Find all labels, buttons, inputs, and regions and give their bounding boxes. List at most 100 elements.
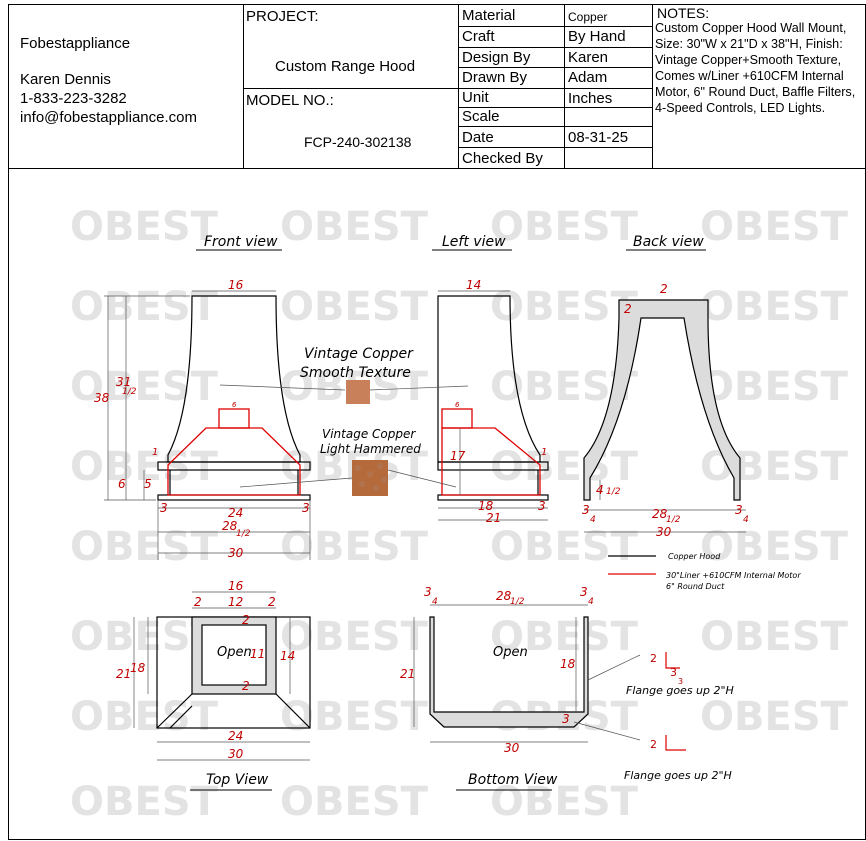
back-view-drawing: [583, 299, 741, 501]
dim-front-liner: 24: [228, 506, 243, 520]
bottom-view-drawing: [429, 616, 589, 728]
watermark-text: OBEST: [280, 694, 429, 740]
finish-callouts: Vintage Copper Smooth Texture Vintage Co…: [219, 346, 469, 496]
watermark-text: OBEST: [70, 694, 219, 740]
watermark-text: OBEST: [70, 364, 219, 410]
contact-email: info@fobestappliance.com: [20, 109, 197, 126]
dim-front-band: 5: [144, 477, 152, 491]
back-dimension-labels: 2 2 4 1/2 28 1/2 30 3 4 3 4: [582, 282, 749, 539]
smooth-label-1: Vintage Copper: [304, 346, 414, 362]
dim-front-tick: 1: [152, 447, 158, 458]
unit-value: Inches: [568, 90, 613, 107]
contact-phone: 1-833-223-3282: [20, 90, 127, 107]
watermark-text: OBEST: [280, 779, 429, 825]
watermark-text: OBEST: [280, 524, 429, 570]
dim-front-inner-frac: 1/2: [236, 529, 251, 539]
left-view-title: Left view: [442, 234, 506, 250]
dim-flange-c: 2: [650, 738, 657, 751]
dim-front-side-r: 3: [302, 501, 310, 515]
model-label: MODEL NO.:: [246, 92, 334, 109]
dim-bottom-depth: 21: [400, 667, 415, 681]
watermark-text: OBEST: [70, 779, 219, 825]
top-open-label: Open: [217, 645, 252, 660]
dim-bottom-quarter-r: 4: [588, 597, 594, 607]
watermark-text: OBEST: [70, 284, 219, 330]
watermark-text: OBEST: [70, 524, 219, 570]
dim-top-overall: 30: [228, 747, 244, 761]
checked-label: Checked By: [462, 150, 543, 167]
watermark-text: OBEST: [700, 524, 849, 570]
bottom-open-label: Open: [493, 645, 528, 660]
dim-front-inner: 28: [222, 519, 238, 533]
material-value: Copper: [568, 10, 608, 24]
legend-copper: Copper Hood: [668, 552, 721, 561]
flange-note-1: Flange goes up 2"H: [626, 684, 734, 697]
watermark-layer: OBEST OBEST OBEST OBEST OBEST OBEST OBES…: [70, 204, 849, 825]
date-label: Date: [462, 129, 494, 146]
dim-top-inner: 24: [228, 729, 243, 743]
dim-left-liner-d: 18: [478, 499, 494, 513]
watermark-text: OBEST: [490, 444, 639, 490]
dim-top-right-h: 14: [280, 649, 295, 663]
watermark-text: OBEST: [490, 779, 639, 825]
date-value: 08-31-25: [568, 129, 629, 146]
craft-label: Craft: [462, 28, 495, 45]
hammered-label-2: Light Hammered: [320, 442, 421, 456]
dim-back-side-r: 3: [735, 503, 743, 517]
bottom-view-title: Bottom View: [468, 772, 558, 788]
unit-label: Unit: [462, 89, 489, 106]
dim-bottom-side-l: 3: [424, 585, 432, 599]
dim-bottom-inner: 28: [496, 589, 512, 603]
front-view-title: Front view: [204, 234, 278, 250]
company-name: Fobestappliance: [20, 35, 131, 52]
smooth-label-2: Smooth Texture: [300, 365, 411, 381]
top-view-title: Top View: [206, 772, 269, 788]
dim-back-overall: 30: [656, 525, 672, 539]
watermark-text: OBEST: [280, 204, 429, 250]
dim-left-overall: 21: [486, 511, 501, 525]
watermark-text: OBEST: [490, 614, 639, 660]
flange-note-2: Flange goes up 2"H: [624, 769, 732, 782]
dim-back-quarter-r: 4: [743, 515, 749, 525]
dim-back-side-l: 3: [582, 503, 590, 517]
dim-left-side: 3: [538, 499, 546, 513]
dim-top-mid: 12: [228, 595, 243, 609]
scale-label: Scale: [462, 108, 500, 125]
dim-back-flange: 4: [596, 483, 604, 497]
dim-bottom-frac: 1/2: [510, 597, 525, 607]
dim-flange-q: 3: [678, 677, 683, 686]
dim-top-top: 16: [228, 579, 244, 593]
flange-detail-1: 2 3 3 Flange goes up 2"H: [626, 652, 734, 697]
top-dimension-labels: 16 2 12 2 18 21 14 11 2 2 24 30: [116, 579, 295, 761]
dim-back-inner: 28: [652, 507, 668, 521]
dim-top-depth: 21: [116, 667, 131, 681]
dim-bottom-front: 3: [562, 712, 570, 726]
dim-back-corner-t: 2: [660, 282, 668, 296]
dim-front-height: 38: [94, 391, 110, 405]
legend: Copper Hood 30"Liner +610CFM Internal Mo…: [608, 552, 801, 591]
watermark-text: OBEST: [700, 204, 849, 250]
smooth-copper-swatch: [346, 380, 370, 404]
dim-front-frac: 1/2: [122, 387, 137, 397]
front-dimensions: [104, 290, 311, 560]
dim-top-back-d: 2: [242, 613, 250, 627]
flange-detail-2: 2 Flange goes up 2"H: [624, 735, 732, 782]
contact-name: Karen Dennis: [20, 71, 111, 88]
dim-back-frac: 1/2: [606, 487, 621, 497]
dim-front-side-l: 3: [160, 501, 168, 515]
project-label: PROJECT:: [246, 8, 319, 25]
craft-value: By Hand: [568, 28, 626, 45]
watermark-text: OBEST: [490, 524, 639, 570]
dim-front-upper: 31: [116, 375, 131, 389]
dim-back-inner-frac: 1/2: [666, 515, 681, 525]
dim-front-lower: 6: [118, 477, 126, 491]
dim-left-top: 14: [466, 278, 481, 292]
dim-bottom-overall: 30: [504, 741, 520, 755]
dim-front-duct: 6: [232, 401, 237, 409]
dim-left-duct: 6: [455, 401, 460, 409]
design-label: Design By: [462, 49, 531, 66]
drawn-value: Adam: [568, 69, 608, 86]
